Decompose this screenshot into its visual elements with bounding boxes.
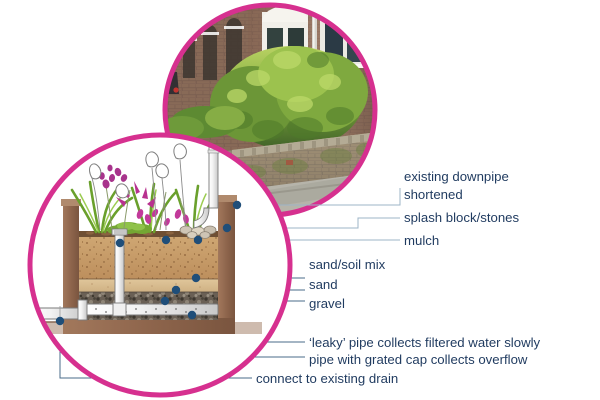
leaky-pipe [81,302,219,317]
planter-base [63,318,235,334]
dot-gravel [160,296,170,306]
label-splash-block: splash block/stones [404,210,519,225]
dot-leaky [187,310,197,320]
cross-section-circle [27,132,293,398]
cross-section-ring [27,132,293,398]
label-sand: sand [309,277,338,292]
planter-wall-left [63,202,79,332]
dot-splash [222,223,232,233]
label-downpipe-line1: existing downpipe [404,169,509,184]
label-gravel: gravel [309,296,345,311]
label-grated-pipe: pipe with grated cap collects overflow [309,352,528,367]
label-connect-drain: connect to existing drain [256,371,398,386]
label-sand-soil-mix: sand/soil mix [309,257,386,272]
planter-wall-right [218,198,235,332]
label-group: existing downpipe shortened splash block… [256,169,541,386]
label-downpipe-line2: shortened [404,187,463,202]
dot-drain [55,316,65,326]
dot-downpipe [232,200,242,210]
dot-mulch-2 [161,235,171,245]
leader-dots [55,200,242,326]
dot-sand [171,285,181,295]
label-leaky-pipe: ‘leaky’ pipe collects filtered water slo… [309,335,541,350]
dot-sandsoil [191,273,201,283]
layer-sand [79,279,218,292]
dot-mulch [193,235,203,245]
label-mulch: mulch [404,233,439,248]
leader-downpipe [237,188,401,206]
planting [70,143,216,235]
leader-splash [227,217,400,229]
dot-grated [115,238,125,248]
